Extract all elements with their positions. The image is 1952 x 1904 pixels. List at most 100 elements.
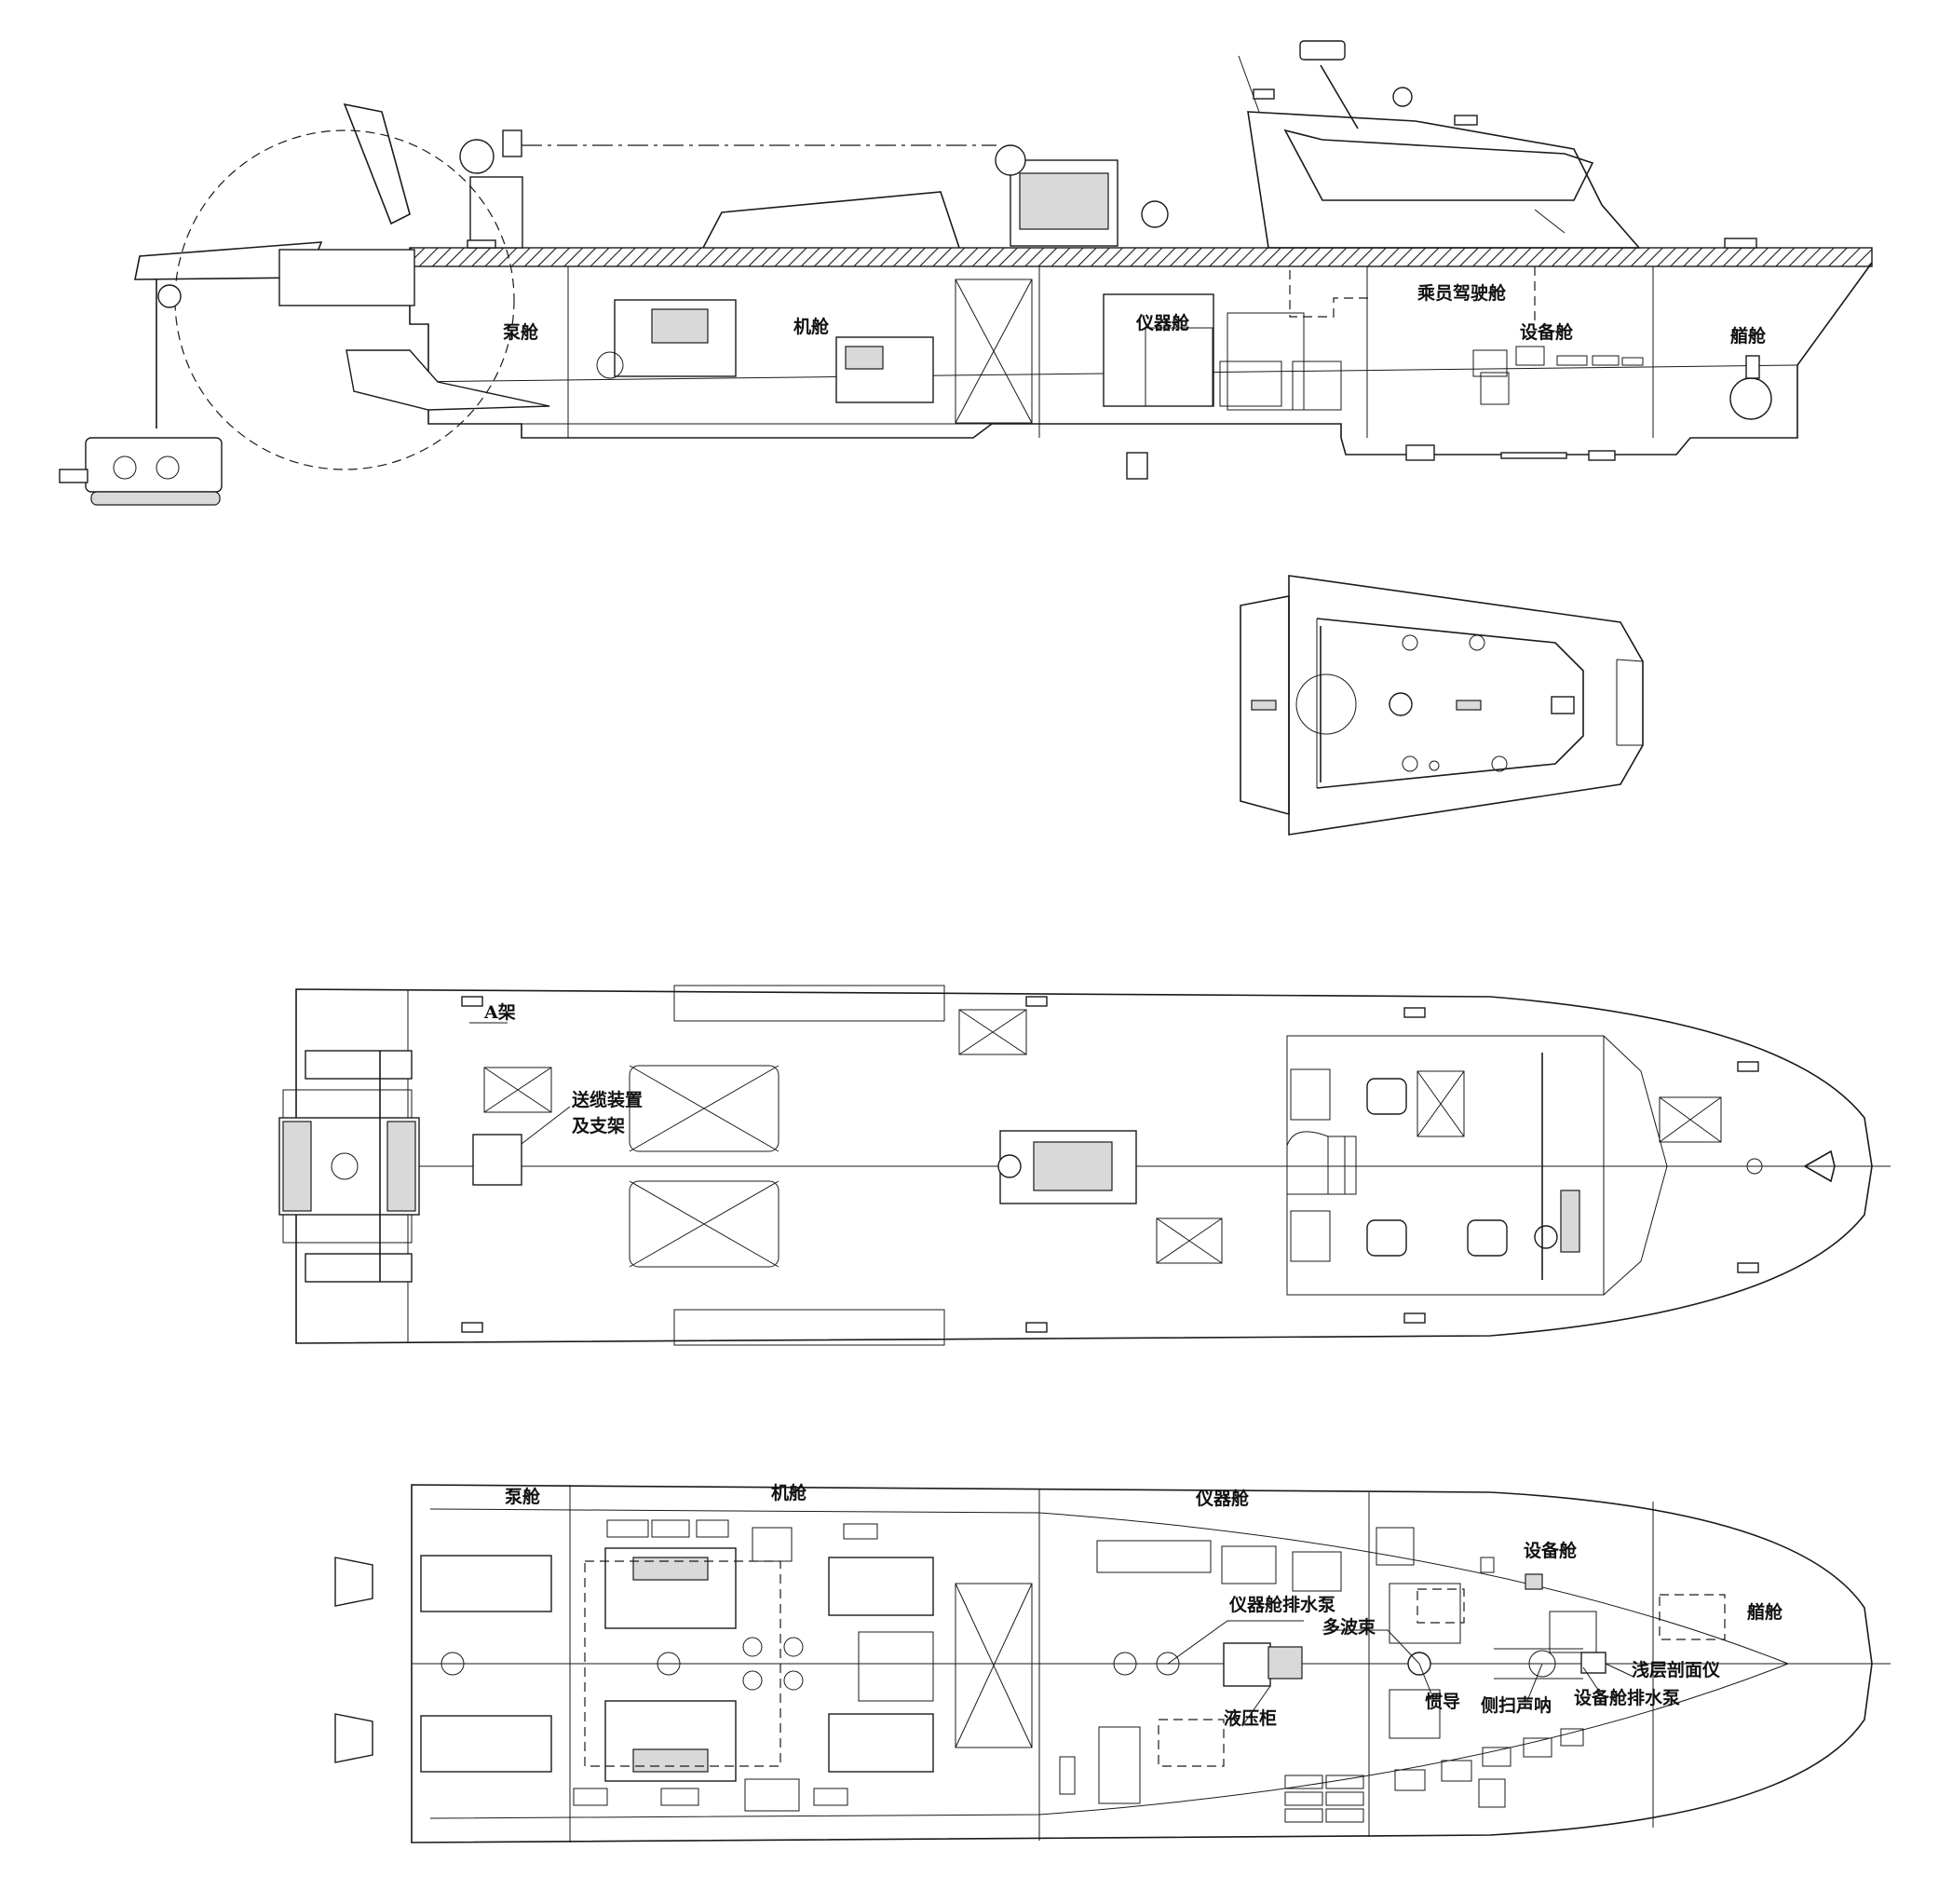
hold-label-side-scan-sonar: 侧扫声呐 [1481, 1695, 1552, 1716]
drain-pump-leader [1167, 1620, 1304, 1665]
generator-stbd [828, 1713, 934, 1773]
side-label-equipment-room: 设备舱 [1520, 322, 1574, 343]
roof-fitting-4 [1491, 755, 1508, 772]
horn-icon [1253, 88, 1275, 100]
engine-top [651, 308, 709, 344]
deck-recess-stbd [673, 1309, 945, 1346]
hatch-4-cross [958, 1009, 1027, 1055]
winch-drum [1019, 172, 1109, 230]
waterjet-stbd [334, 1713, 373, 1763]
main-deck-hatch [409, 247, 1873, 267]
roof-fitting-5 [1429, 760, 1440, 771]
lower-bins [1394, 1728, 1584, 1808]
antenna-icon [1392, 87, 1413, 107]
bow-bollard [1724, 238, 1757, 249]
a-frame-leg-port [305, 1050, 413, 1080]
hatch-1 [629, 1065, 779, 1152]
console-1 [1290, 1068, 1331, 1121]
bow-mast [1238, 55, 1260, 113]
equip-box-5 [1592, 355, 1620, 366]
hatch-3-cross [483, 1067, 552, 1113]
strainer-1 [742, 1637, 763, 1657]
rov-center-icon [331, 1152, 359, 1180]
wheelhouse [1247, 111, 1641, 249]
inertial-nav-unit [1525, 1573, 1543, 1590]
hatch-6 [1417, 1070, 1465, 1137]
instrument-room-bins [1284, 1775, 1364, 1823]
equip-box-6 [1621, 357, 1644, 366]
lbin-3 [1482, 1747, 1511, 1767]
bin-6 [1325, 1808, 1364, 1823]
strainer-4 [783, 1670, 804, 1691]
side-label-crew-cabin: 乘员驾驶舱 [1417, 283, 1507, 304]
control-panel [1560, 1190, 1580, 1253]
hatch-3 [483, 1067, 552, 1113]
bin-1 [1284, 1775, 1323, 1789]
hydraulic-tank-unit [1223, 1642, 1271, 1687]
roof-fitting-3 [1402, 755, 1418, 772]
strainer-2 [783, 1637, 804, 1657]
a-frame-base [278, 249, 415, 306]
hold-label-equipment-drain-pump: 设备舱排水泵 [1574, 1688, 1681, 1708]
transducer-3 [1588, 450, 1616, 461]
tank-i [752, 1527, 793, 1562]
lbin-6 [1478, 1778, 1506, 1808]
crane-hook-sheave-icon [157, 284, 182, 308]
deck-recess-port [673, 985, 945, 1022]
hold-label-engine-room: 机舱 [771, 1483, 807, 1503]
rov-track-1 [282, 1121, 312, 1212]
cable-feeder-frame [469, 176, 523, 249]
tank-box [1219, 360, 1282, 407]
steering-wheel-icon [1534, 1225, 1558, 1249]
wheelhouse-front [1603, 1035, 1668, 1296]
equip-box-2 [1480, 372, 1510, 405]
winch-sheave-top-icon [997, 1154, 1022, 1178]
crane-swing-arc [174, 129, 515, 470]
instrument-rack-5 [1059, 1756, 1076, 1795]
nav-light-icon [1454, 115, 1478, 126]
equip-box-4 [1556, 355, 1588, 366]
a-frame-arm [343, 102, 411, 225]
bollard-2 [461, 1322, 483, 1333]
jet-pump-stbd [420, 1715, 552, 1773]
rov-vehicle [85, 437, 223, 493]
stern-bollard [467, 239, 496, 249]
generator-panel [845, 346, 884, 370]
roof-fitting-2 [1469, 634, 1485, 651]
hold-label-sub-bottom-profiler: 浅层剖面仪 [1632, 1660, 1721, 1680]
stair-top [1286, 1131, 1357, 1195]
console-2 [1290, 1210, 1331, 1262]
hold-plan [334, 1484, 1891, 1843]
roof-light-2 [1456, 700, 1482, 711]
lbin-4 [1523, 1737, 1552, 1758]
hold-hatch [955, 1583, 1033, 1748]
lbin-2 [1441, 1760, 1472, 1782]
deck-label-cable-device-1: 送缆装置 [572, 1090, 644, 1110]
bin-3 [1284, 1791, 1323, 1806]
sonar-leader [1526, 1663, 1543, 1702]
roof-light-1 [1251, 700, 1277, 711]
main-deck-plan [278, 985, 1891, 1346]
bin-5 [1284, 1808, 1323, 1823]
tank-e [573, 1788, 608, 1806]
side-scan-transducer-icon [1528, 1650, 1556, 1678]
wheelhouse-outline-top [1286, 1035, 1605, 1296]
rov-wheel-1 [113, 456, 137, 480]
anchor-winch-icon [1729, 377, 1772, 420]
profiler-leader [1605, 1663, 1634, 1678]
equipment-box-b [1389, 1689, 1441, 1739]
hold-label-multibeam: 多波束 [1322, 1617, 1376, 1638]
rov-arm [59, 469, 88, 483]
inertial-leader [1418, 1663, 1435, 1702]
hold-label-instrument-room: 仪器舱 [1196, 1489, 1250, 1509]
equip-box-1 [1472, 349, 1508, 377]
hatch-6-cross [1417, 1070, 1465, 1137]
drain-pump-2-icon [1156, 1652, 1180, 1676]
rov-tracks [90, 491, 221, 506]
hold-label-bow-room: 艏舱 [1747, 1602, 1783, 1623]
hatch-5-cross [1156, 1217, 1223, 1264]
instrument-dash-box [1158, 1719, 1225, 1767]
flywheel-icon [596, 351, 624, 379]
seat-1-icon [1366, 1078, 1407, 1115]
